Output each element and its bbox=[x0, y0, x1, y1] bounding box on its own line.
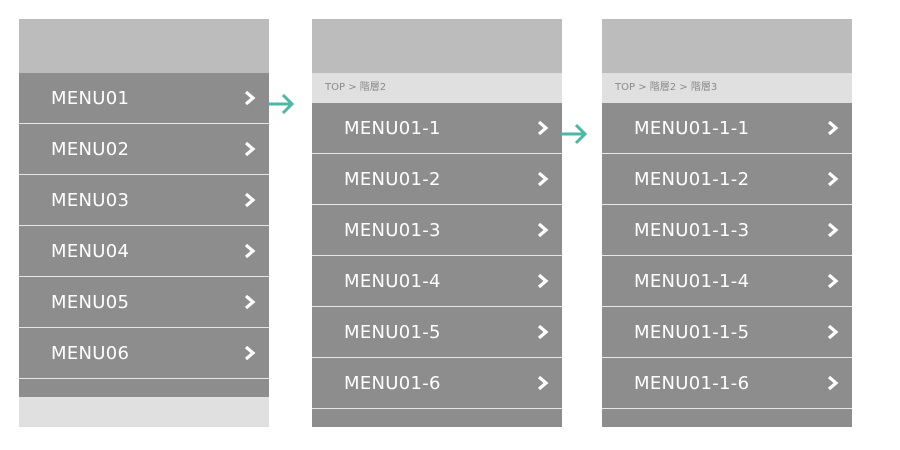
menu-item-label: MENU01-2 bbox=[344, 168, 441, 190]
menu-list-tail bbox=[19, 379, 269, 397]
menu-item-label: MENU01-4 bbox=[344, 270, 441, 292]
menu-list: MENU01-1 MENU01-2 MENU01-3 MENU01-4 MENU… bbox=[312, 103, 562, 409]
arrow-right-icon bbox=[268, 93, 295, 115]
menu-item[interactable]: MENU06 bbox=[19, 328, 269, 379]
chevron-right-icon bbox=[244, 142, 256, 156]
chevron-right-icon bbox=[244, 244, 256, 258]
menu-item-label: MENU01-1-2 bbox=[634, 168, 750, 190]
menu-item[interactable]: MENU01-1-5 bbox=[602, 307, 852, 358]
chevron-right-icon bbox=[537, 121, 549, 135]
chevron-right-icon bbox=[537, 223, 549, 237]
menu-item[interactable]: MENU03 bbox=[19, 175, 269, 226]
menu-item[interactable]: MENU04 bbox=[19, 226, 269, 277]
chevron-right-icon bbox=[244, 295, 256, 309]
breadcrumb[interactable]: TOP > 階層2 bbox=[312, 73, 562, 103]
chevron-right-icon bbox=[537, 274, 549, 288]
menu-item-label: MENU01-1-5 bbox=[634, 321, 750, 343]
arrow-right-icon bbox=[561, 123, 588, 145]
chevron-right-icon bbox=[244, 346, 256, 360]
chevron-right-icon bbox=[827, 223, 839, 237]
menu-item[interactable]: MENU01-1-1 bbox=[602, 103, 852, 154]
panel-footer bbox=[19, 397, 269, 427]
menu-list: MENU01-1-1 MENU01-1-2 MENU01-1-3 MENU01-… bbox=[602, 103, 852, 409]
menu-item[interactable]: MENU01-1-6 bbox=[602, 358, 852, 409]
breadcrumb[interactable]: TOP > 階層2 > 階層3 bbox=[602, 73, 852, 103]
menu-item-label: MENU03 bbox=[51, 189, 130, 211]
menu-item[interactable]: MENU01 bbox=[19, 73, 269, 124]
menu-item[interactable]: MENU01-2 bbox=[312, 154, 562, 205]
menu-item[interactable]: MENU01-1 bbox=[312, 103, 562, 154]
chevron-right-icon bbox=[537, 376, 549, 390]
chevron-right-icon bbox=[537, 172, 549, 186]
menu-item[interactable]: MENU01-1-2 bbox=[602, 154, 852, 205]
panel-header bbox=[19, 19, 269, 73]
chevron-right-icon bbox=[537, 325, 549, 339]
chevron-right-icon bbox=[827, 376, 839, 390]
menu-item-label: MENU01-1 bbox=[344, 117, 441, 139]
chevron-right-icon bbox=[827, 172, 839, 186]
chevron-right-icon bbox=[827, 274, 839, 288]
chevron-right-icon bbox=[827, 121, 839, 135]
menu-item-label: MENU01-1-4 bbox=[634, 270, 750, 292]
menu-panel-level2: TOP > 階層2 MENU01-1 MENU01-2 MENU01-3 MEN… bbox=[312, 19, 562, 427]
menu-item[interactable]: MENU01-5 bbox=[312, 307, 562, 358]
menu-item-label: MENU01-1-3 bbox=[634, 219, 750, 241]
menu-item-label: MENU06 bbox=[51, 342, 130, 364]
menu-item[interactable]: MENU01-1-3 bbox=[602, 205, 852, 256]
menu-item[interactable]: MENU02 bbox=[19, 124, 269, 175]
chevron-right-icon bbox=[827, 325, 839, 339]
menu-list-tail bbox=[312, 409, 562, 427]
menu-list: MENU01 MENU02 MENU03 MENU04 MENU05 MENU0… bbox=[19, 73, 269, 379]
menu-item-label: MENU01 bbox=[51, 87, 130, 109]
menu-list-tail bbox=[602, 409, 852, 427]
chevron-right-icon bbox=[244, 193, 256, 207]
menu-item[interactable]: MENU01-1-4 bbox=[602, 256, 852, 307]
menu-item-label: MENU01-1-1 bbox=[634, 117, 750, 139]
menu-item-label: MENU01-1-6 bbox=[634, 372, 750, 394]
menu-item-label: MENU01-5 bbox=[344, 321, 441, 343]
menu-item[interactable]: MENU01-6 bbox=[312, 358, 562, 409]
menu-item-label: MENU02 bbox=[51, 138, 130, 160]
panel-header bbox=[312, 19, 562, 73]
menu-item-label: MENU05 bbox=[51, 291, 130, 313]
menu-item-label: MENU01-6 bbox=[344, 372, 441, 394]
menu-item[interactable]: MENU01-3 bbox=[312, 205, 562, 256]
menu-item[interactable]: MENU05 bbox=[19, 277, 269, 328]
menu-item-label: MENU04 bbox=[51, 240, 130, 262]
menu-panel-level1: MENU01 MENU02 MENU03 MENU04 MENU05 MENU0… bbox=[19, 19, 269, 427]
chevron-right-icon bbox=[244, 91, 256, 105]
menu-item[interactable]: MENU01-4 bbox=[312, 256, 562, 307]
menu-panel-level3: TOP > 階層2 > 階層3 MENU01-1-1 MENU01-1-2 ME… bbox=[602, 19, 852, 427]
panel-header bbox=[602, 19, 852, 73]
menu-item-label: MENU01-3 bbox=[344, 219, 441, 241]
